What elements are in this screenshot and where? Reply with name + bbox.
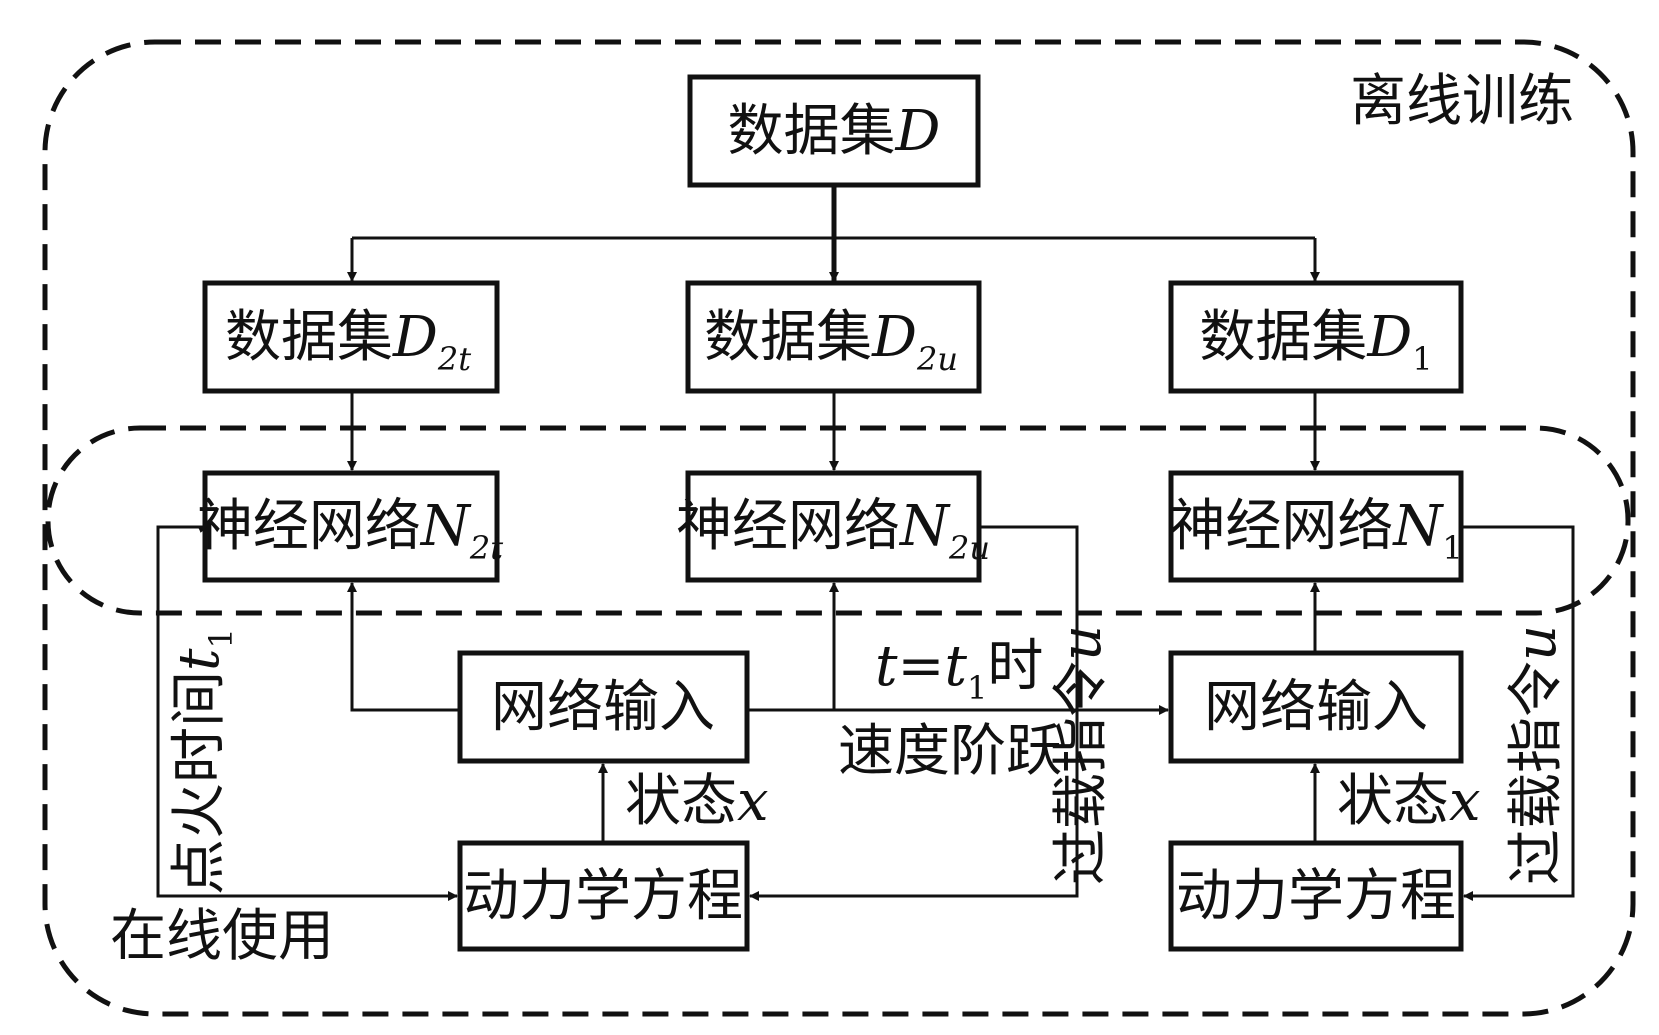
dynamics-left-box [457, 840, 750, 952]
arrow-n1-to-dynamics-right [1461, 525, 1575, 901]
state-x-right-label: 状态x [1337, 769, 1481, 834]
dataset-d-label: 数据集D [728, 99, 941, 164]
online-use-label: 在线使用 [110, 904, 334, 969]
online-use-region [45, 425, 1631, 616]
when-t-equals-t1-label: t=t1时 [875, 634, 1043, 707]
network-input-right-box [1168, 650, 1464, 764]
dynamics-right-label: 动力学方程 [1176, 864, 1456, 929]
ignition-time-label: 点火时间t1 [167, 628, 240, 895]
dynamics-right-box [1168, 840, 1464, 952]
dataset-d2u-box [685, 280, 982, 394]
arrow-input-left-to-n2t [347, 582, 460, 712]
arrow-n2u-to-dynamics-left [749, 525, 1079, 901]
network-n2u-label: 神经网络N2u [676, 494, 990, 567]
network-n2u-box [685, 470, 982, 583]
dataset-d2u-label: 数据集D2u [704, 305, 958, 378]
dataset-d2t-box [202, 280, 500, 394]
network-n1-box [1168, 470, 1464, 583]
dynamics-left-label: 动力学方程 [463, 864, 743, 929]
network-input-right-label: 网络输入 [1204, 675, 1428, 740]
dataset-d1-label: 数据集D1 [1199, 305, 1432, 378]
dataset-d2t-label: 数据集D2t [225, 305, 471, 378]
network-input-left-label: 网络输入 [491, 675, 715, 740]
network-n1-label: 神经网络N1 [1169, 494, 1462, 567]
network-n2t-box [202, 470, 500, 583]
offline-training-region [42, 39, 1636, 1017]
dataset-d1-box [1168, 280, 1464, 394]
arrow-n2t-to-dynamics-left [156, 525, 458, 901]
network-n2t-label: 神经网络N2t [197, 494, 503, 567]
state-x-left-label: 状态x [625, 769, 769, 834]
speed-step-label: 速度阶跃 [838, 719, 1062, 784]
overload-command-right-label: 过载指令u [1504, 625, 1569, 885]
network-input-left-box [457, 650, 750, 764]
overload-command-mid-label: 过载指令u [1049, 625, 1114, 885]
dataset-d-box [687, 74, 981, 188]
offline-training-label: 离线训练 [1350, 69, 1574, 134]
